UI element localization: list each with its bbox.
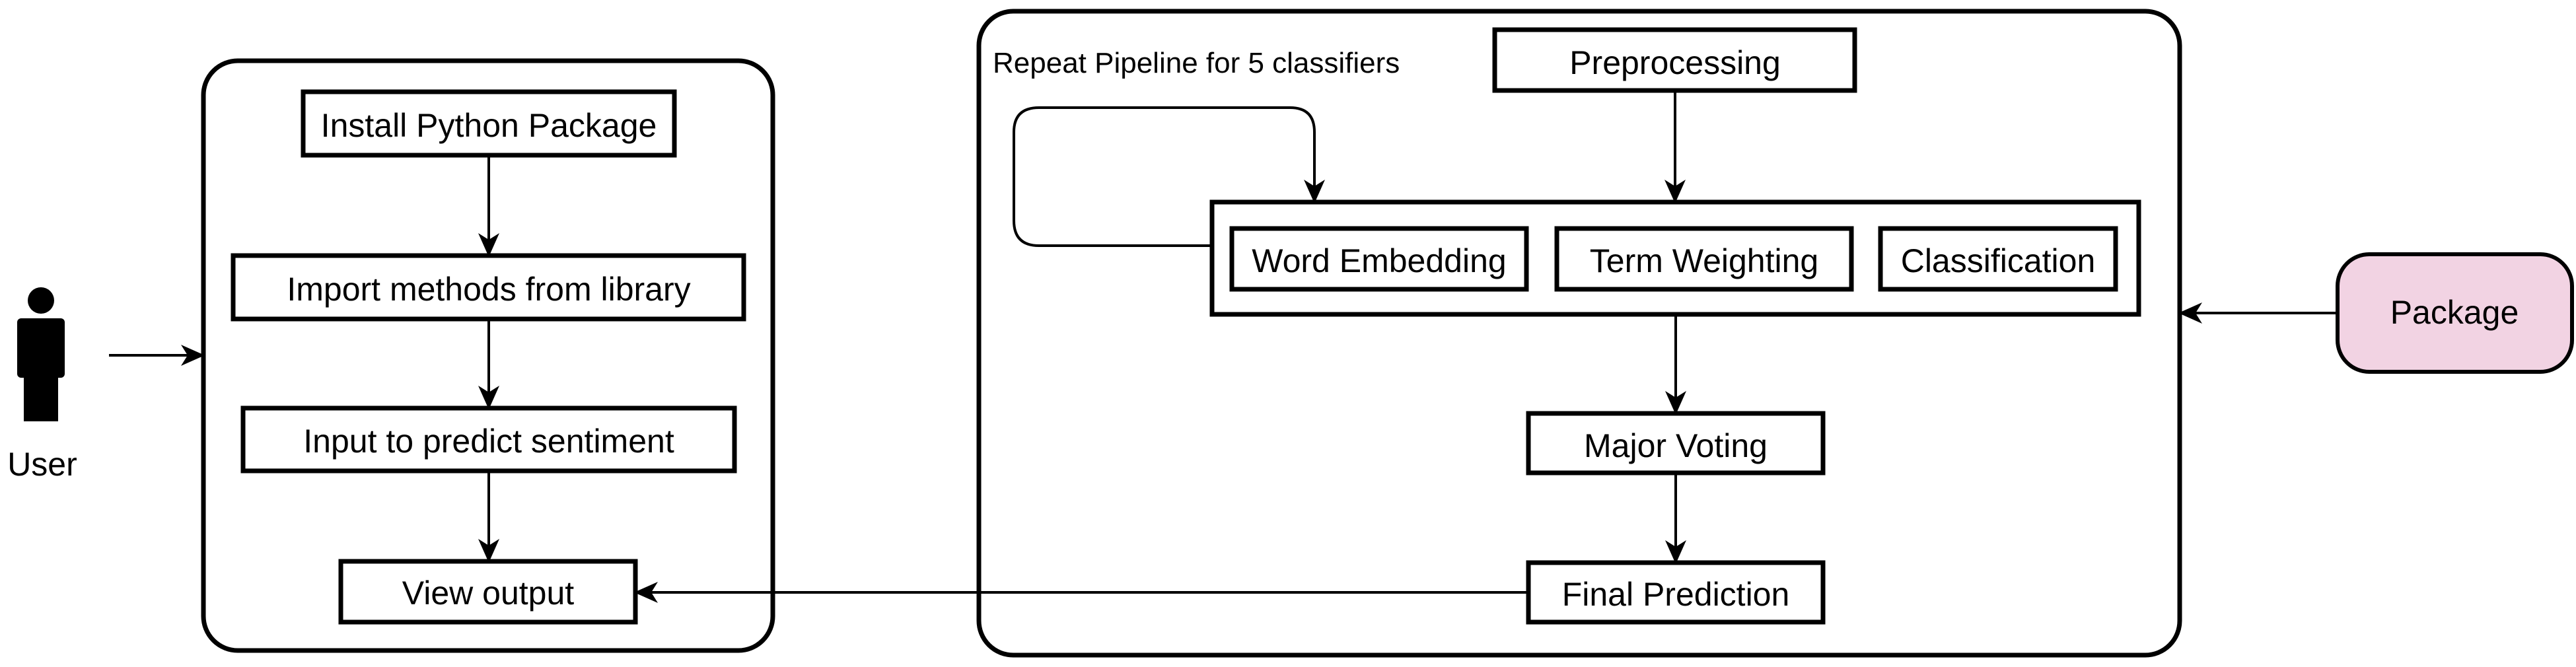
user-icon [17,287,65,421]
preprocessing-label: Preprocessing [1569,44,1781,81]
package-node: Package [2336,252,2574,374]
pipeline-frame [976,9,2182,658]
final-prediction-box: Final Prediction [1526,560,1826,625]
major-voting-box: Major Voting [1526,411,1826,475]
client-step-install-label: Install Python Package [321,107,657,144]
stage-classification-label: Classification [1901,242,2096,279]
arrow-repeat-loop [1013,106,1325,247]
stage-word-embedding-label: Word Embedding [1252,242,1506,279]
repeat-note: Repeat Pipeline for 5 classifiers [993,47,1400,79]
preprocessing-box: Preprocessing [1492,27,1857,93]
package-label: Package [2390,294,2519,331]
user-label: User [7,446,77,483]
user-actor: User [7,287,77,483]
major-voting-label: Major Voting [1584,427,1768,464]
stage-word-embedding: Word Embedding [1229,226,1529,292]
stage-term-weighting-label: Term Weighting [1590,242,1818,279]
client-step-import: Import methods from library [231,253,746,322]
final-prediction-label: Final Prediction [1562,576,1790,613]
client-step-input-label: Input to predict sentiment [303,423,674,460]
client-step-view-output-label: View output [402,575,574,612]
client-step-view-output: View output [338,559,638,625]
stage-term-weighting: Term Weighting [1554,226,1854,292]
client-step-import-label: Import methods from library [287,271,690,308]
client-step-install: Install Python Package [301,89,677,158]
stage-classification: Classification [1878,226,2118,292]
client-step-input: Input to predict sentiment [240,405,737,474]
